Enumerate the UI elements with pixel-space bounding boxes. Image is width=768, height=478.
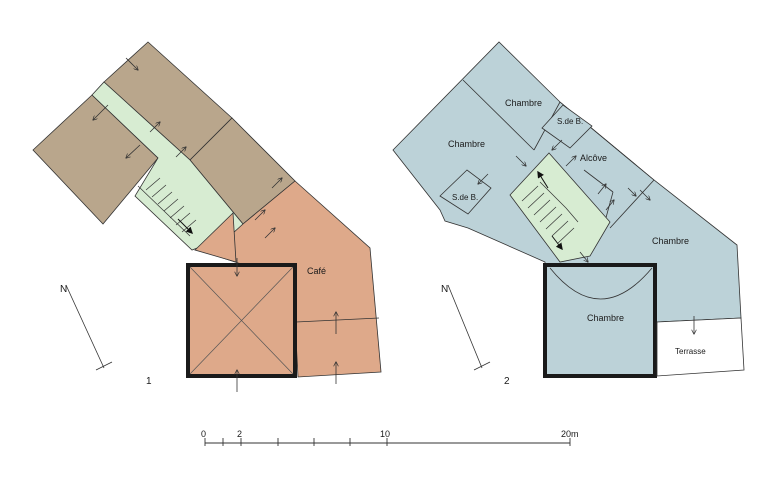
terrasse-area (656, 317, 745, 377)
chambre-tower-label: Chambre (587, 313, 624, 323)
stair-direction-icon-down (551, 235, 563, 251)
door-arrow-icon-2 (478, 139, 694, 334)
plan-1: N Café 1 (32, 41, 382, 392)
sdb-top-label: S.de B. (557, 117, 583, 126)
north-arrow-icon-2 (447, 284, 491, 371)
chambre-left-label: Chambre (448, 139, 485, 149)
door-arrow-icon (93, 57, 336, 392)
scale-bar (204, 438, 571, 446)
plan-number-1: 1 (146, 376, 152, 387)
stair-treads (137, 177, 197, 237)
alcove-label: Alcôve (580, 153, 607, 163)
chambre-top-label: Chambre (505, 98, 542, 108)
cafe-small-triangle (194, 212, 237, 263)
north-label: N (60, 284, 67, 295)
stair-treads-2 (521, 181, 579, 244)
plan-number-2: 2 (504, 376, 510, 387)
plan-2: N Chambre Chambre S.de B. S.de B. Alcôve… (392, 41, 745, 387)
stair-direction-icon-up (537, 170, 549, 189)
stair-direction-icon (177, 218, 193, 234)
scale-label-10: 10 (380, 429, 390, 439)
sdb-left-label: S.de B. (452, 193, 478, 202)
scale-label-0: 0 (201, 429, 206, 439)
stair-corridor-2 (509, 152, 611, 263)
north-arrow-icon (65, 284, 113, 371)
terrasse-label: Terrasse (675, 347, 706, 356)
chambre-right-label: Chambre (652, 236, 689, 246)
scale-label-2: 2 (237, 429, 242, 439)
north-label-2: N (441, 284, 448, 295)
stair-corridor (91, 81, 244, 251)
cafe-label: Café (307, 266, 326, 276)
scale-label-20m: 20m (561, 429, 579, 439)
